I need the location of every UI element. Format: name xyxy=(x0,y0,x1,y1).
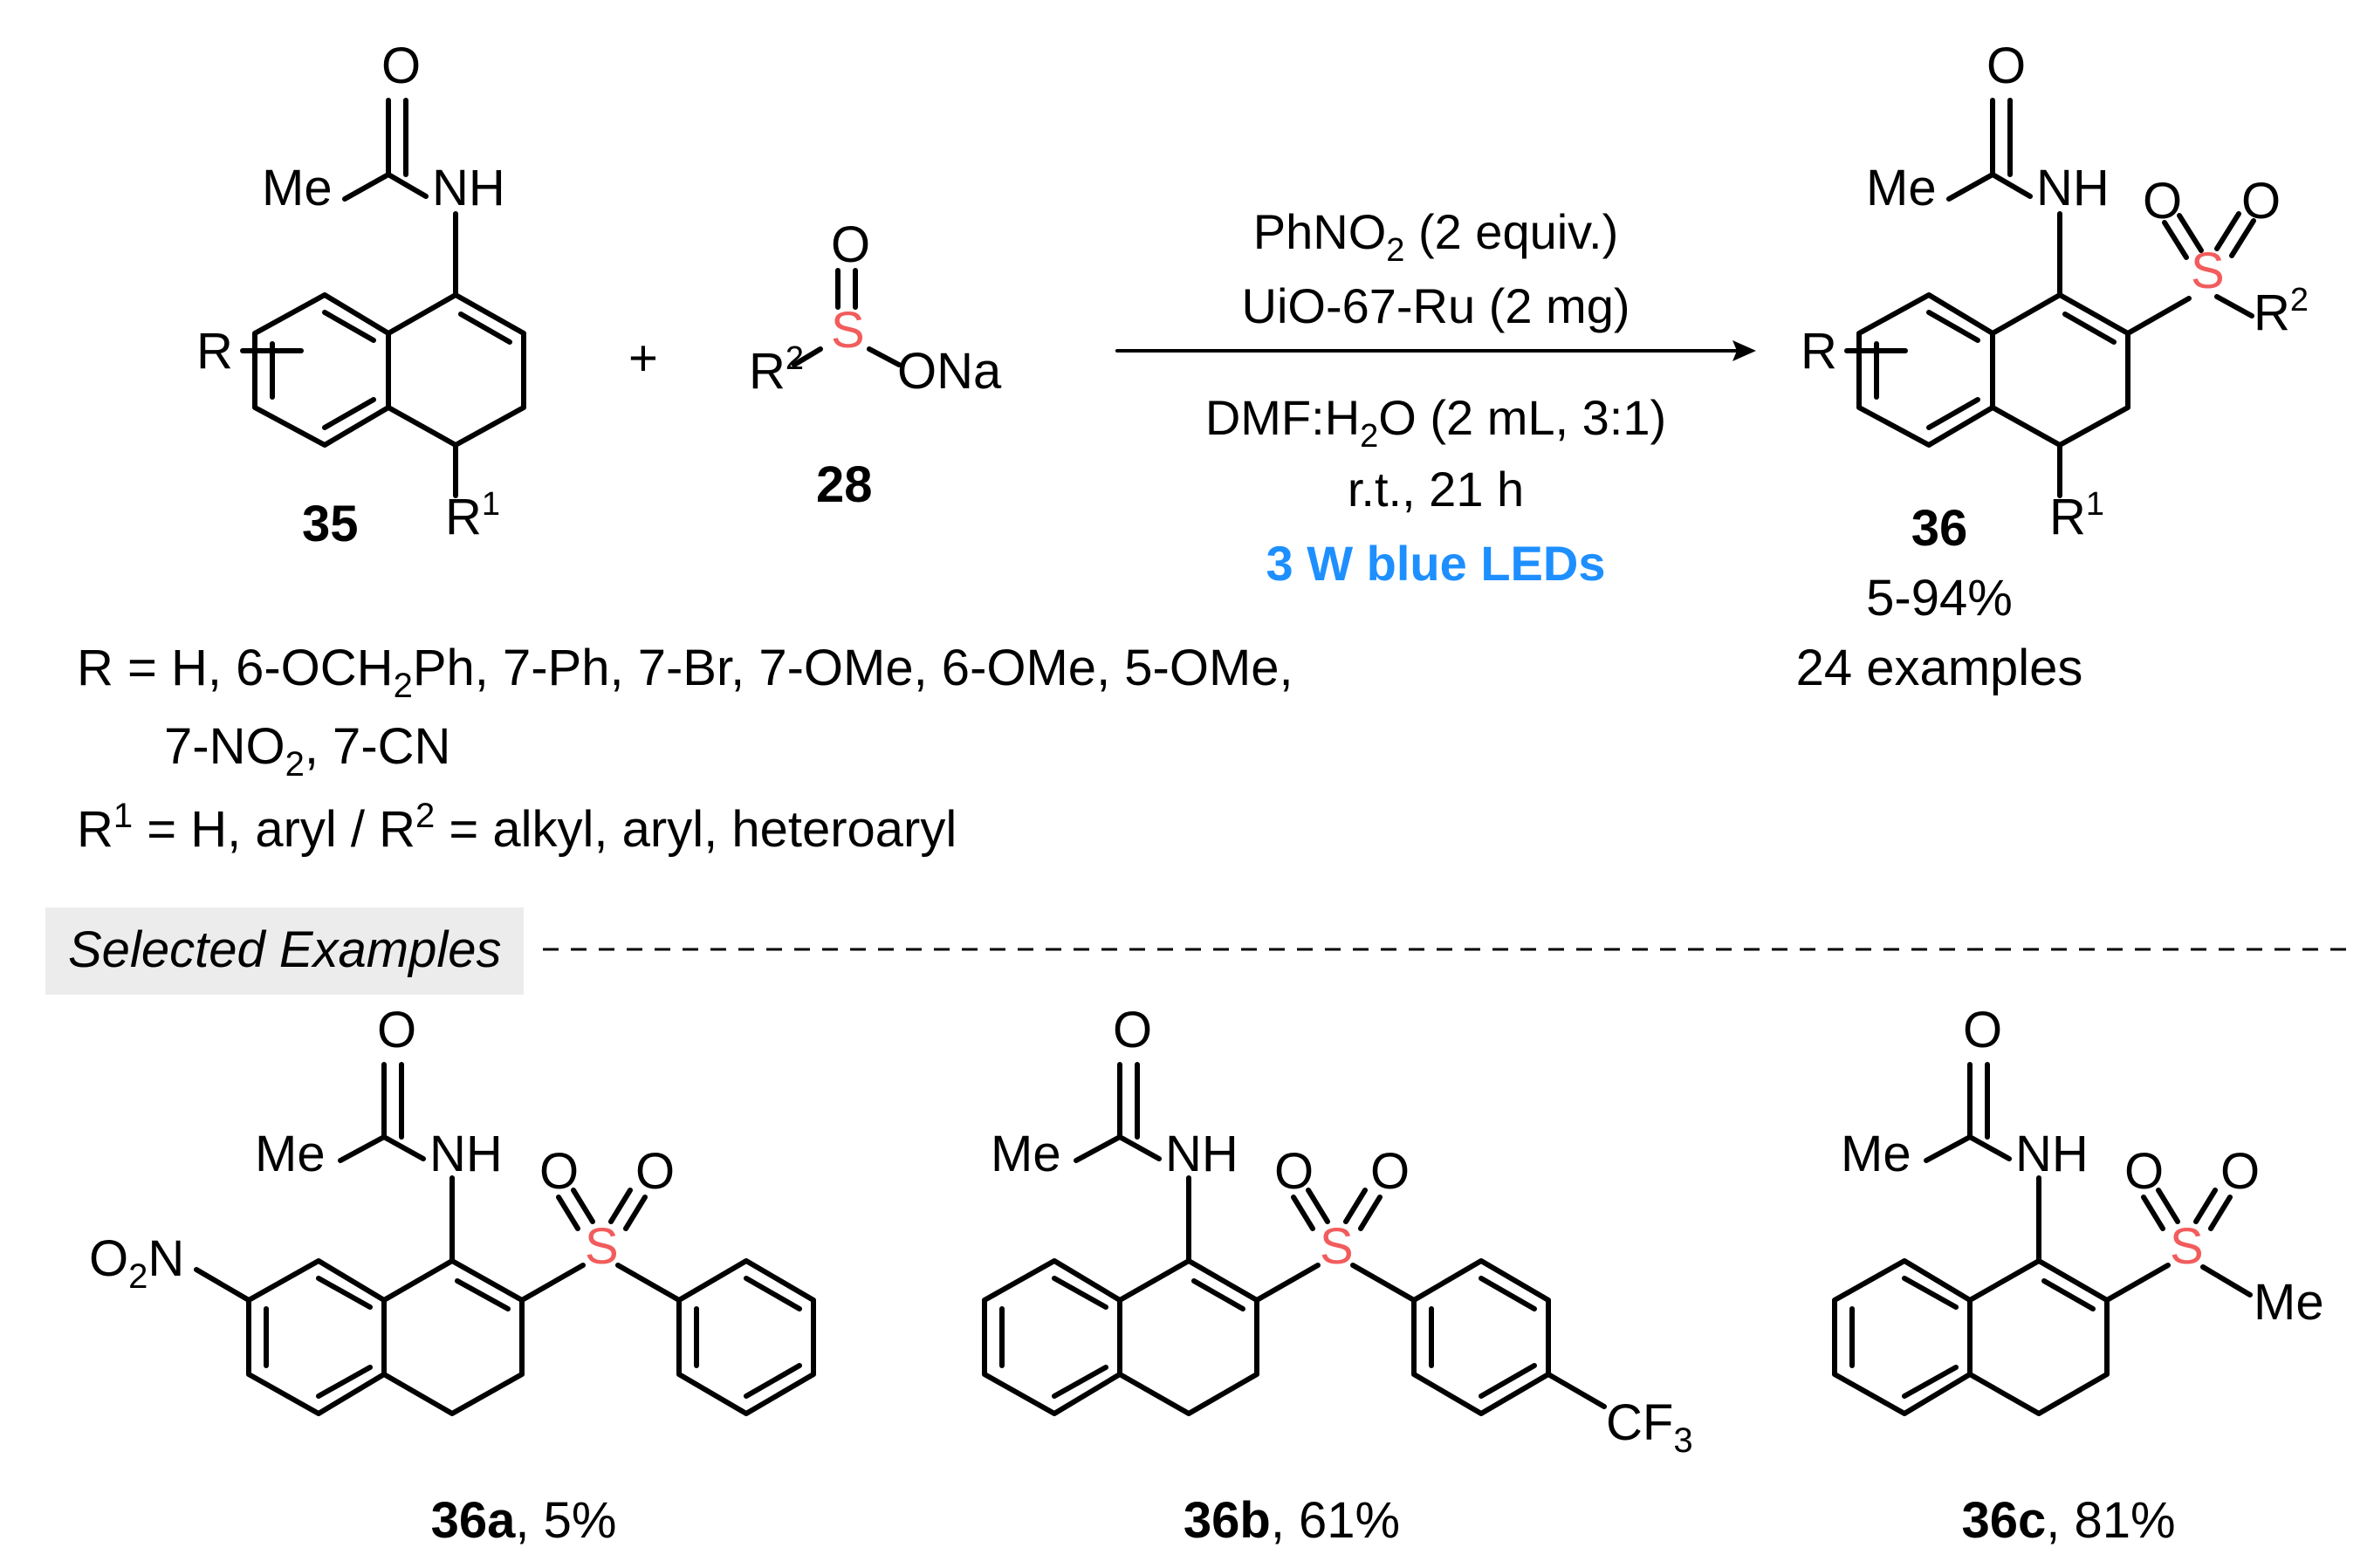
compound-36-sulfonyl-o1: O xyxy=(2143,173,2182,229)
plus-sign: + xyxy=(628,330,658,387)
example-36c-sulfonyl-o1: O xyxy=(2124,1143,2164,1200)
compound-35-label: 35 xyxy=(302,496,359,552)
example-36b-nh: NH xyxy=(1165,1126,1238,1182)
example-36b-me: Me xyxy=(991,1126,1061,1182)
example-36c-s: S xyxy=(2170,1218,2204,1275)
compound-36-me: Me xyxy=(1866,160,1937,216)
example-36a-sulfonyl-o2: O xyxy=(635,1143,675,1200)
reaction-arrow xyxy=(1115,340,1756,361)
compound-28-ona: ONa xyxy=(897,343,1002,400)
condition-temp-time: r.t., 21 h xyxy=(1348,462,1524,517)
condition-oxidant: PhNO2 (2 equiv.) xyxy=(1253,204,1618,269)
compound-35-r1: R1 xyxy=(445,486,500,545)
condition-catalyst: UiO-67-Ru (2 mg) xyxy=(1242,278,1630,333)
example-36b-caption: 36b, 61% xyxy=(1184,1492,1400,1549)
example-36b-carbonyl-o: O xyxy=(1113,1002,1152,1058)
example-36a-sulfonyl-o1: O xyxy=(539,1143,579,1200)
example-36a-s: S xyxy=(585,1218,619,1275)
compound-28-label: 28 xyxy=(816,456,873,513)
compound-28-o: O xyxy=(831,216,870,273)
compound-28-structure xyxy=(792,268,902,367)
compound-36-carbonyl-o: O xyxy=(1986,38,2026,94)
compound-36-r2: R2 xyxy=(2254,282,2309,341)
selected-examples-banner xyxy=(45,907,524,995)
example-36a-me: Me xyxy=(255,1126,326,1182)
example-36b-sulfonyl-o1: O xyxy=(1274,1143,1314,1200)
compound-28-r2: R2 xyxy=(749,340,804,400)
compound-35-r: R xyxy=(196,323,233,380)
example-36b-s: S xyxy=(1320,1218,1354,1275)
compound-36-examples: 24 examples xyxy=(1796,640,2083,696)
selected-examples-title: Selected Examples xyxy=(68,921,501,978)
example-36a-caption: 36a, 5% xyxy=(431,1492,617,1549)
compound-36-r: R xyxy=(1801,323,1837,380)
example-36c-nh: NH xyxy=(2015,1126,2089,1182)
example-36b-structure xyxy=(982,1062,1607,1416)
compound-36-yield-range: 5-94% xyxy=(1866,570,2013,627)
example-36a-structure xyxy=(194,1062,816,1416)
r1-r2-definition: R1 = H, aryl / R2 = alkyl, aryl, heteroa… xyxy=(77,797,957,858)
example-36c-sulfonyl-o2: O xyxy=(2220,1143,2260,1200)
example-36b-cf3: CF3 xyxy=(1606,1394,1693,1460)
compound-36-nh: NH xyxy=(2036,160,2110,216)
compound-36-structure xyxy=(1844,98,2256,498)
r-definition-line2: 7-NO2, 7-CN xyxy=(164,718,450,784)
example-36a-nitro: O2N xyxy=(89,1230,184,1296)
compound-36-s: S xyxy=(2191,243,2225,299)
compound-36-label: 36 xyxy=(1911,500,1968,557)
example-36a-carbonyl-o: O xyxy=(377,1002,416,1058)
compound-35-carbonyl-o: O xyxy=(381,38,421,94)
compound-35-structure xyxy=(240,98,526,498)
condition-solvent: DMF:H2O (2 mL, 3:1) xyxy=(1205,390,1666,455)
example-36c-carbonyl-o: O xyxy=(1963,1002,2002,1058)
r-definition-line1: R = H, 6-OCH2Ph, 7-Ph, 7-Br, 7-OMe, 6-OM… xyxy=(77,640,1293,705)
compound-35-me: Me xyxy=(262,160,333,216)
compound-36-sulfonyl-o2: O xyxy=(2241,173,2281,229)
example-36c-caption: 36c, 81% xyxy=(1961,1492,2175,1549)
compound-35-nh: NH xyxy=(432,160,505,216)
example-36c-methyl: Me xyxy=(2254,1274,2324,1331)
example-36c-structure xyxy=(1832,1062,2253,1416)
compound-36-r1: R1 xyxy=(2049,486,2104,545)
example-36b-sulfonyl-o2: O xyxy=(1370,1143,1410,1200)
condition-light: 3 W blue LEDs xyxy=(1266,536,1606,591)
example-36c-me: Me xyxy=(1841,1126,1911,1182)
example-36a-nh: NH xyxy=(429,1126,503,1182)
compound-28-s: S xyxy=(831,302,865,359)
